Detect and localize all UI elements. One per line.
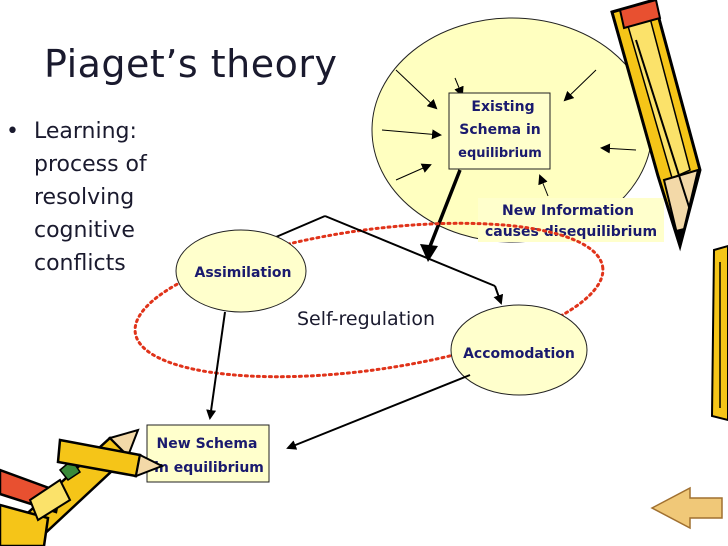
new-schema-line1: New Schema xyxy=(157,436,258,452)
new-schema-line2: in equilibrium xyxy=(154,460,264,476)
pencil-icon xyxy=(610,0,702,252)
bullet-line: Learning: xyxy=(34,119,137,144)
inward-arrows xyxy=(381,69,637,197)
self-regulation-label: Self-regulation xyxy=(297,308,435,330)
bullet-point: • Learning: process of resolving cogniti… xyxy=(6,115,174,280)
accomodation-node xyxy=(450,304,588,396)
slide-title: Piaget’s theory xyxy=(44,42,338,86)
existing-schema-line1: Existing xyxy=(471,99,534,115)
existing-schema-line2: Schema in xyxy=(459,122,541,138)
new-information-bg xyxy=(478,198,664,242)
to-new-schema-arrows xyxy=(206,311,471,450)
edge-pencil-icon xyxy=(710,244,728,422)
bullet-text: Learning: process of resolving cognitive… xyxy=(34,115,174,280)
assimilation-label: Assimilation xyxy=(194,265,291,281)
new-schema-box xyxy=(146,424,270,483)
bullet-line: resolving xyxy=(34,185,135,210)
bullet-marker: • xyxy=(6,119,19,144)
bullet-line: process of xyxy=(34,152,147,177)
existing-schema-line3: equilibrium xyxy=(458,146,542,161)
bullet-line: cognitive xyxy=(34,218,135,243)
schema-to-fork-arrow xyxy=(425,169,462,255)
previous-slide-arrow-icon[interactable] xyxy=(650,486,723,530)
assimilation-node xyxy=(175,229,307,313)
accomodation-label: Accomodation xyxy=(463,346,575,362)
existing-schema-box xyxy=(448,92,551,170)
pencils-icon xyxy=(0,428,165,546)
new-information-line1: New Information xyxy=(502,203,634,219)
bullet-line: conflicts xyxy=(34,251,126,276)
